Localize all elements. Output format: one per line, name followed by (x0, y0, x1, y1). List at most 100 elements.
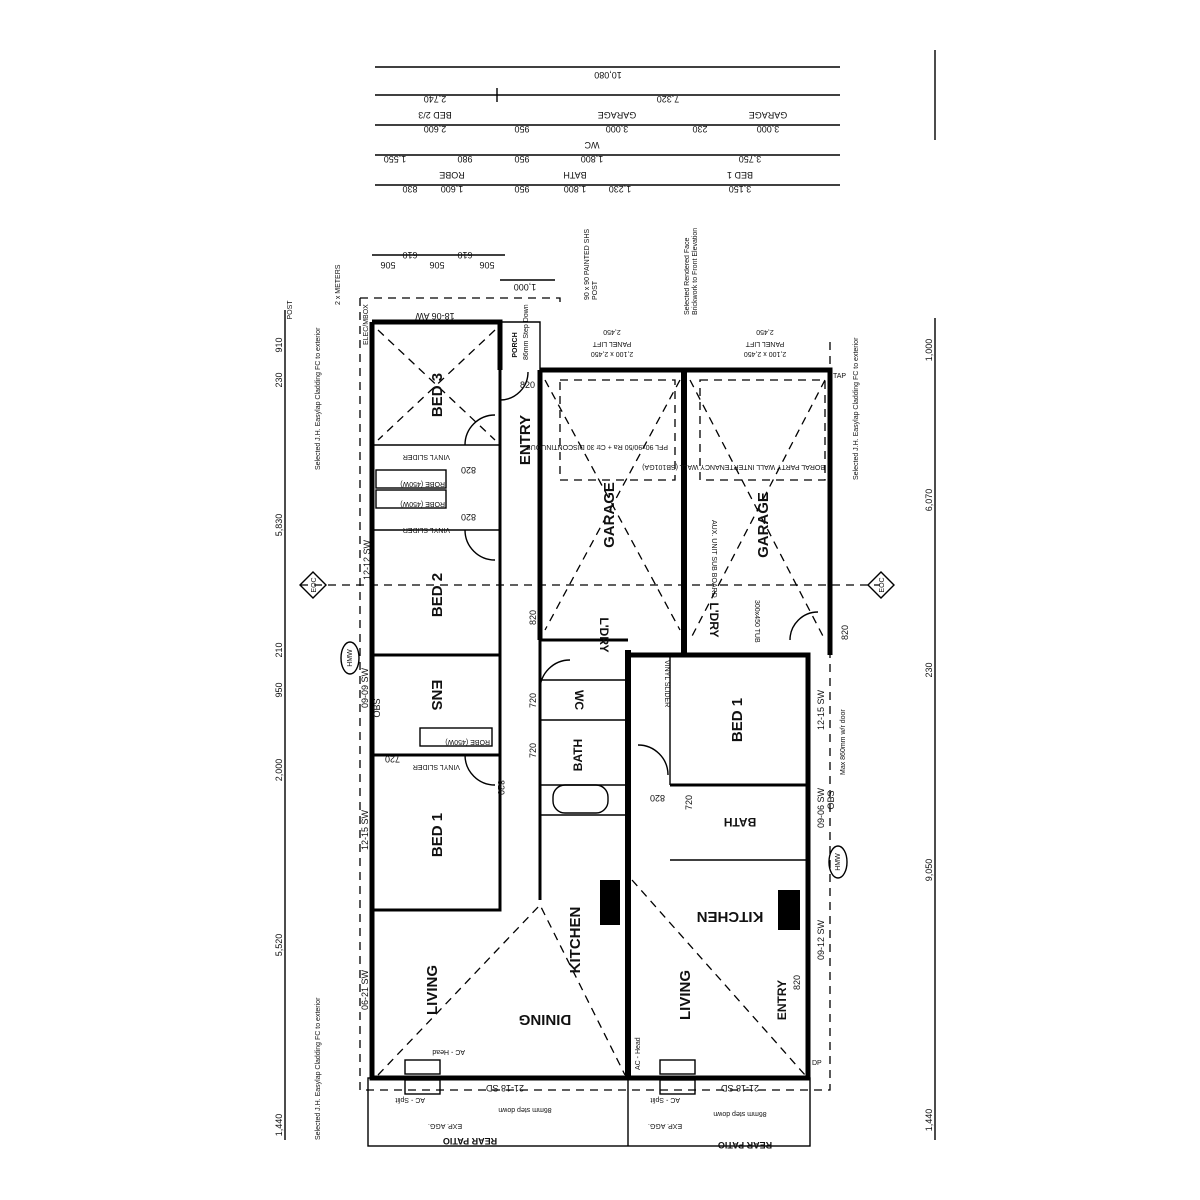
dim: 7,320 (657, 94, 680, 104)
note: PANEL LIFT (745, 340, 784, 347)
room-bed3: BED 3 (429, 373, 446, 417)
walls (367, 319, 833, 1147)
dim: 610 (457, 250, 472, 260)
note: ROBE (450W) (400, 480, 445, 487)
door-size: 720 (684, 795, 694, 810)
window-label: 09-09 SW (360, 667, 370, 708)
door-swing (789, 611, 819, 641)
dim: 1,600 (441, 184, 464, 194)
note: Selected J.H. Easylap Cladding FC to ext… (315, 327, 322, 470)
note: DP (812, 1060, 822, 1067)
ac-head (659, 1059, 696, 1075)
room-laundry-left: L'DRY (597, 617, 611, 652)
dim: 9,050 (924, 859, 934, 882)
robe (375, 489, 447, 509)
dim-overall-width: 10,080 (594, 70, 622, 80)
note: 2 x METERS (335, 264, 342, 305)
room-rear-patio-right: REAR PATIO (718, 1140, 772, 1150)
window-label: 21-18 SD (485, 1083, 524, 1093)
window-label: OBS (372, 698, 382, 717)
dim-label: WC (584, 140, 599, 150)
note: EXP. AGG. (428, 1122, 462, 1129)
note: Selected J.H. Easylap Cladding FC to ext… (315, 997, 322, 1140)
room-kitchen-right: KITCHEN (697, 908, 764, 925)
room-laundry-right: L'DRY (707, 602, 721, 637)
right-dimension-text: 1,000 6,070 230 9,050 1,440 (924, 339, 934, 1132)
dim: 2,740 (424, 94, 447, 104)
room-labels: BED 3 BED 2 ENS BED 1 ENTRY PORCH GARAGE… (424, 332, 789, 1150)
window-label: 06-21 SW (360, 969, 370, 1010)
note: AUX. UNIT SUB BOARD (710, 520, 717, 598)
window-label: OBS (826, 790, 836, 809)
door-swing (464, 414, 496, 446)
note: 2,450 (756, 328, 774, 335)
robe (419, 727, 493, 747)
dim: 610 (402, 250, 417, 260)
door-size: 720 (385, 754, 400, 764)
note: ELEC/MBOX (363, 304, 370, 345)
door-size: 820 (650, 793, 665, 803)
window-label: 09-06 SW (816, 787, 826, 828)
room-porch: PORCH (512, 332, 519, 357)
dim: 950 (514, 184, 529, 194)
door-swing (464, 529, 496, 561)
room-entry-left: ENTRY (517, 415, 534, 465)
door-size: 820 (520, 380, 535, 390)
post-label: POST (287, 300, 294, 320)
room-bath-right: BATH (724, 815, 756, 829)
note: VINYL SLIDER (403, 526, 450, 533)
note: AC - Head (635, 1037, 642, 1070)
eoc-marker-right: EOC (867, 571, 895, 599)
dim-label: ROBE (439, 170, 465, 180)
dim: 830 (402, 184, 417, 194)
dim: 980 (457, 154, 472, 164)
room-living-right: LIVING (677, 970, 694, 1020)
window-label: 21-18 SD (720, 1083, 759, 1093)
dim: 910 (274, 337, 284, 352)
note: 2,100 x 2,450 (591, 350, 634, 357)
dim: 950 (514, 124, 529, 134)
hmw-label: HMW (835, 853, 842, 871)
room-rear-patio-left: REAR PATIO (443, 1136, 497, 1146)
dim: 1,800 (581, 154, 604, 164)
room-kitchen-left: KITCHEN (567, 907, 584, 974)
post-note: 90 x 90 PAINTED SHS POST (584, 229, 599, 300)
note: AC - Split (650, 1096, 680, 1103)
robe (375, 469, 447, 489)
note: VINYL SLIDER (403, 453, 450, 460)
dim: 1,440 (924, 1109, 934, 1132)
note: AC - Split (395, 1096, 425, 1103)
boundary-line (359, 297, 831, 1091)
room-garage-right: GARAGE (755, 492, 772, 558)
rendered-brick-note-text: Selected Rendered Face Brickwork to Fron… (684, 227, 699, 315)
rendered-brick-note: Selected Rendered Face Brickwork to Fron… (684, 227, 699, 315)
note: PANEL LIFT (592, 340, 631, 347)
room-living-left: LIVING (424, 965, 441, 1015)
room-bed1-right: BED 1 (729, 698, 746, 742)
door-size: 720 (528, 693, 538, 708)
window-label: 12-15 SW (816, 689, 826, 730)
dim: 950 (274, 682, 284, 697)
note: 86mm Step Down (523, 304, 530, 360)
room-bath-left: BATH (571, 739, 585, 771)
note: 300x450 TUB (753, 600, 760, 643)
dim: 230 (924, 662, 934, 677)
window-and-door-labels: 18-06 AW 12-12 SW 09-09 SW OBS 12-15 SW … (360, 311, 850, 1093)
dim: 6,070 (924, 489, 934, 512)
dim-label: GARAGE (598, 110, 637, 120)
dim: 3,000 (757, 124, 780, 134)
door-size: 820 (528, 610, 538, 625)
door-swing (464, 754, 496, 786)
left-dimension-text: 910 230 5,830 210 950 2,000 5,520 1,440 … (274, 300, 294, 1137)
dim: 2,000 (274, 759, 284, 782)
dim: 3,750 (739, 154, 762, 164)
dim-label: BATH (563, 170, 586, 180)
note: VINYL SLIDER (663, 660, 670, 707)
note: EXP. AGG. (648, 1122, 682, 1129)
dim: 1,800 (564, 184, 587, 194)
hmw-label: HMW (347, 649, 354, 667)
sink (778, 890, 800, 930)
hmw-marker-right: HMW (828, 845, 848, 879)
dim: 1,000 (924, 339, 934, 362)
